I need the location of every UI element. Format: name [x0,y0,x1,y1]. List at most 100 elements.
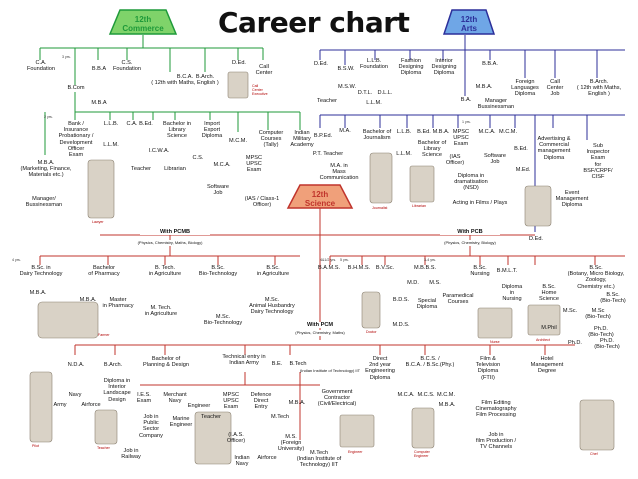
commerce-hub: 12th Commerce [122,15,164,33]
pcm-node: Government Contractor (Civil/Electrical) [317,389,357,408]
pcmb-node: M.Sc. Animal Husbandry Dairy Technology [249,297,295,316]
pcb-node: B.A.M.S. [317,265,341,271]
figure-caption: Nurse [490,340,500,344]
arts-node: B.Ed. [514,146,528,152]
pcmb-hub: With PCMB [140,229,210,236]
pcm-node: M.Tech [270,414,290,420]
arts-node: M.B.A. [475,84,493,90]
commerce-node: C.A. [126,121,138,127]
arts-node: M.S.W. [337,84,357,90]
figure-caption: Computer Engineer [414,450,430,458]
figure-caption: Farmer [98,333,110,337]
commerce-node: B.C.A. ( 12th with Maths, English ) [151,74,219,87]
pcmb-node: B. Tech. in Agriculture [148,265,182,278]
figure-caption: Doctor [366,330,377,334]
pcm-node: I.E.S. Exam [136,392,152,405]
commerce-node: Bachelor in Library Science [163,121,191,140]
commerce-node: M.B.A. (Marketing, Finance, Materials et… [20,160,72,179]
arts-node: Bachelor of Journalism [362,129,392,142]
pcb-node: M.D.S. [392,322,410,328]
pcb-node: M.D. [407,280,419,286]
year-mark: 1 yrs. [462,120,471,124]
pcm-node: M.B.A. [288,400,306,406]
pcm-node: Defence Direct Entry [250,392,272,411]
pcm-node: Bachelor of Planning & Design [142,356,190,369]
pcmb-node: Master in Pharmacy [102,297,134,310]
pcm-node: Teacher [201,414,221,420]
science-hub: 12th Science [304,190,336,208]
year-mark: 2 yrs. [44,115,53,119]
commerce-node: Import Export Diploma [201,121,223,140]
commerce-node: Teacher [131,166,151,172]
pcm-node: N.D.A. [67,362,85,368]
pcm-node: Technical entry in Indian Army [222,354,266,367]
pcm-node: Diploma in Interior Landscape Design [103,378,131,403]
pcm-node: MPSC UPSC Exam [222,392,240,411]
pcm-node: Merchant Navy [163,392,187,405]
commerce-node: L.L.B. [103,121,119,127]
arts-node: B.S.W. [337,66,355,72]
arts-node: L.L.M. [366,100,382,106]
pcb-node: Paramedical Courses [442,293,474,306]
commerce-node: Software Job [206,184,230,197]
pcm-node: Airforce [81,402,101,408]
pcb-node: M.Phil [541,325,557,331]
pcb-hub: With PCB [440,229,500,236]
arts-node: M.Ed. [515,167,531,173]
arts-node: D.Ed. [529,236,543,242]
arts-node: P.T. Teacher [312,151,344,157]
arts-node: Sub Inspector Exam for BSF/CRPF/ CISF [583,143,613,181]
commerce-node: M.B.A [91,100,107,106]
pcb-node: B.M.L.T. [496,268,518,274]
commerce-node: B.B.A [91,66,107,72]
pcm-node: Job in Railway [121,448,141,461]
pcm-node: Hotel Management Degree [530,356,564,375]
arts-node: Call Center Job [546,79,564,98]
pcm-node: Marine Engineer [169,416,193,429]
pcmb-node: M.B.A. [79,297,97,303]
pcm-node: Indian Navy [234,455,250,468]
arts-node: B.Arch. ( 12th with Maths, English ) [576,79,622,98]
arts-node: Foreign Languages Diploma [511,79,539,98]
arts-node: Acting in Films / Plays [452,200,508,206]
commerce-node: M.C.M. [228,138,248,144]
arts-node: D.T.L. [357,90,373,96]
figure-caption: Teacher [97,446,110,450]
arts-node: Software Job [483,153,507,166]
pcmb-node: M.B.A. [29,290,47,296]
pcm-node: Film Editing Cinematography Film Process… [475,400,517,419]
figure-caption: Architect [536,338,550,342]
page-title: Career chart [218,6,410,39]
figure-caption: Journalist [372,206,388,210]
arts-node: Advertising & Commercial management Dipl… [537,136,571,161]
arts-node: D.L.L. [377,90,393,96]
pcm-node: Engineer [187,403,211,409]
pcm-node: M.B.A. [438,402,456,408]
figure-caption: Lawyer [92,220,104,224]
arts-hub: 12th Arts [460,15,478,33]
science-hub-shape [286,184,354,209]
pcm-node: M.C.M. [436,392,456,398]
arts-node: MPSC UPSC Exam [452,129,470,148]
pcmb-hub-sub: (Physics, Chemistry, Maths, Biology) [110,240,230,247]
arts-node: B.P.Ed. [313,133,333,139]
commerce-node: B.Com [67,85,85,91]
commerce-node: C.S. Foundation [113,60,141,73]
pcm-node: B.Tech [289,361,307,367]
commerce-node: D.Ed. [232,60,246,66]
arts-node: M.C.A. [478,129,496,135]
pcm-node: Job in Public Sector Company [139,414,163,439]
year-mark: 4&1/2 yrs. [320,258,337,262]
pcb-node: Ph.D. (Bio-Tech) [594,338,620,351]
figure-caption: Call Center Executive [252,84,268,96]
figure-caption: Pilot [32,444,39,448]
commerce-node: Indian Military Academy [290,130,314,149]
commerce-node: Computer Courses (Tally) [258,130,284,149]
year-mark: 3-4 yrs. [424,258,436,262]
pcmb-node: B.Sc. in Dairy Technology [19,265,63,278]
pcm-node: B.E. [271,361,283,367]
arts-node: M.A. in Mass Communication [319,163,359,182]
commerce-node: Bank / Insurance Probationary / Developm… [58,121,94,159]
